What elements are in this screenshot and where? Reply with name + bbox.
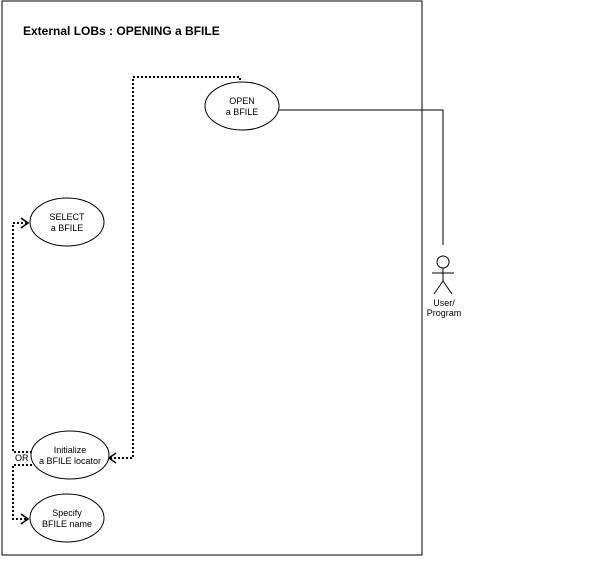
association-line (279, 109, 444, 245)
include-line-open (110, 76, 241, 459)
arrowhead-select (20, 217, 30, 229)
actor-label-line2: Program (427, 308, 462, 318)
use-case-open-line1: OPEN (229, 96, 255, 106)
use-case-open-line2: a BFILE (226, 107, 259, 117)
include-line-specify (12, 464, 32, 520)
or-label: OR (15, 453, 29, 463)
use-case-initialize-line1: Initialize (54, 445, 87, 455)
use-case-initialize: Initialize a BFILE locator (30, 430, 110, 480)
include-line-select (12, 222, 32, 453)
use-case-initialize-line2: a BFILE locator (39, 456, 101, 466)
actor-stick-figure-icon (432, 255, 454, 295)
arrowhead-specify (20, 513, 30, 525)
use-case-specify-line1: Specify (52, 508, 82, 518)
use-case-open: OPEN a BFILE (204, 81, 280, 131)
use-case-select-line1: SELECT (49, 212, 85, 222)
use-case-specify-line2: BFILE name (42, 519, 92, 529)
diagram-title: External LOBs : OPENING a BFILE (23, 24, 220, 38)
use-case-select: SELECT a BFILE (29, 197, 105, 247)
actor-label-line1: User/ (433, 298, 455, 308)
use-case-specify: Specify BFILE name (29, 493, 105, 543)
use-case-select-line2: a BFILE (51, 223, 84, 233)
